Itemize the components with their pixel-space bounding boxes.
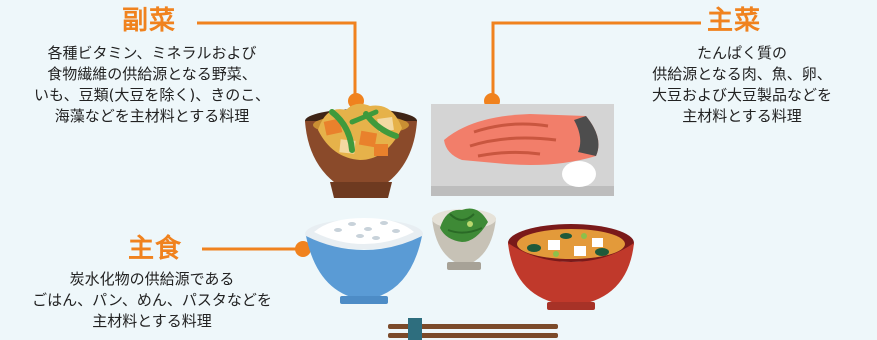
fukusai-description-line: 食物繊維の供給源となる野菜、 — [47, 65, 257, 83]
spinach-side-dish-icon — [432, 208, 496, 270]
grilled-salmon-plate-icon — [431, 104, 614, 196]
fukusai-description-line: 各種ビタミン、ミネラルおよび — [47, 44, 257, 62]
shushoku-heading: 主食 — [128, 234, 183, 264]
simmered-vegetables-bowl-icon — [305, 103, 417, 198]
miso-soup-bowl-icon — [508, 224, 634, 310]
shusai-description-line: 主材料とする料理 — [682, 107, 802, 125]
connector-fukusai — [197, 21, 357, 100]
rice-bowl-icon — [305, 218, 423, 304]
shusai-heading: 主菜 — [707, 6, 762, 36]
shushoku-description: 炭水化物の供給源である ごはん、パン、めん、パスタなどを 主材料とする料理 — [2, 269, 302, 332]
shushoku-description-line: 炭水化物の供給源である — [69, 270, 235, 288]
shusai-description-line: たんぱく質の — [696, 44, 787, 62]
shusai-description-line: 供給源となる肉、魚、卵、 — [652, 65, 832, 83]
fukusai-description: 各種ビタミン、ミネラルおよび 食物繊維の供給源となる野菜、 いも、豆類(大豆を除… — [2, 43, 302, 127]
fukusai-description-line: いも、豆類(大豆を除く)、きのこ、 — [34, 86, 270, 104]
fukusai-description-line: 海藻などを主材料とする料理 — [54, 107, 250, 125]
shusai-description: たんぱく質の 供給源となる肉、魚、卵、 大豆および大豆製品などを 主材料とする料… — [602, 43, 877, 127]
chopsticks-icon — [388, 318, 558, 340]
connector-dot-shushoku — [295, 241, 311, 257]
shushoku-description-line: 主材料とする料理 — [92, 312, 212, 330]
connector-shusai — [491, 21, 701, 100]
shushoku-description-line: ごはん、パン、めん、パスタなどを — [32, 291, 272, 309]
shusai-description-line: 大豆および大豆製品などを — [651, 86, 832, 104]
fukusai-heading: 副菜 — [122, 6, 177, 36]
